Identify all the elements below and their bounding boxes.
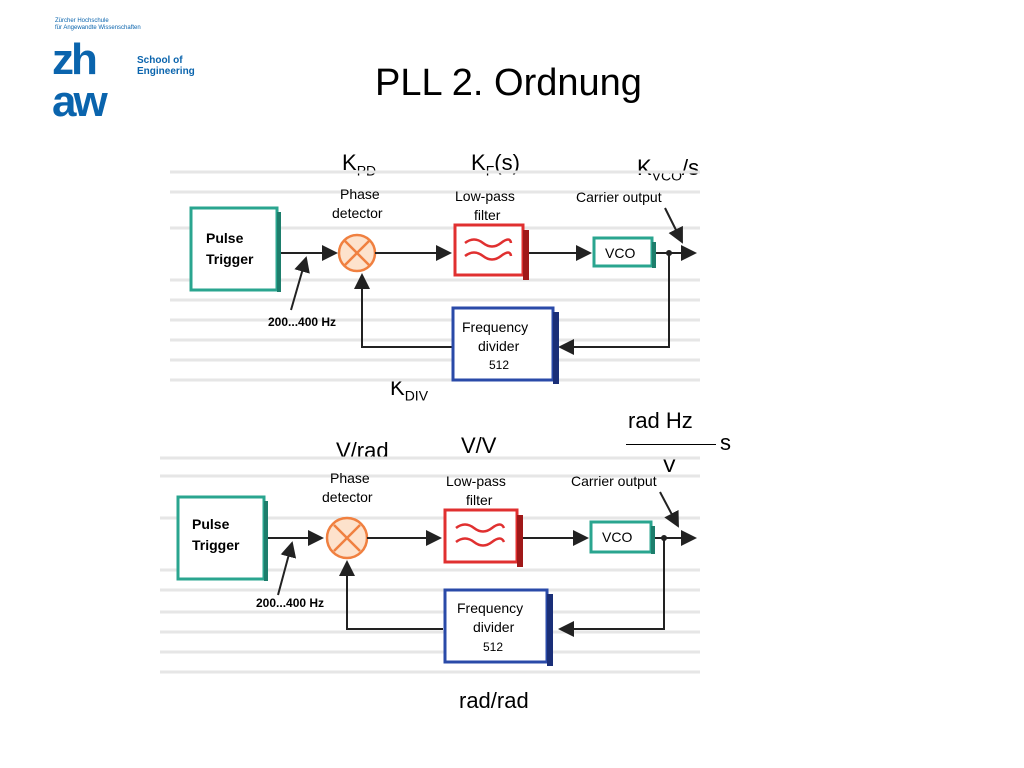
- background-text-lines: [170, 170, 700, 382]
- logo-institution-line2: für Angewandte Wissenschaften: [55, 25, 141, 31]
- background-text-lines-bottom: [160, 456, 700, 674]
- unit-vco-s: s: [720, 430, 731, 455]
- lowpass-filter: Low-pass filter: [453, 188, 529, 280]
- pulse-label-line1-bottom: Pulse: [192, 516, 230, 532]
- carrier-output-pointer-bottom: [659, 491, 679, 528]
- divider-label-line2: divider: [478, 338, 520, 354]
- vco-block-bottom: VCO: [589, 520, 655, 554]
- divider-to-detector-arrow-bottom: [339, 560, 443, 630]
- logo-mark-bottom: aw: [52, 77, 108, 120]
- unit-vco-numerator: rad Hz: [628, 408, 693, 433]
- lowpass-label-line1: Low-pass: [455, 188, 515, 204]
- kpd-label: KPD: [342, 150, 377, 179]
- unit-divider: rad/rad: [459, 688, 529, 713]
- phase-detector-bottom: Phase detector: [322, 470, 373, 560]
- page-title: PLL 2. Ordnung: [375, 62, 642, 104]
- vco-label: VCO: [605, 245, 635, 261]
- phase-detector: Phase detector: [332, 186, 383, 273]
- pulse-trigger-box-bottom: Pulse Trigger: [176, 495, 268, 581]
- feedback-to-divider-arrow-bottom: [558, 538, 665, 637]
- divider-value-bottom: 512: [483, 640, 503, 654]
- frequency-divider: Frequency divider 512: [451, 306, 559, 384]
- pulse-label-line1: Pulse: [206, 230, 244, 246]
- freq-range-pointer-bottom: [277, 541, 297, 596]
- school-line2: Engineering: [137, 66, 195, 77]
- school-line1: School of: [137, 55, 183, 66]
- lowpass-label-line2-bottom: filter: [466, 492, 493, 508]
- zhaw-logo: zh aw: [52, 34, 132, 126]
- divider-value: 512: [489, 358, 509, 372]
- logo-institution-line1: Zürcher Hochschule: [55, 18, 109, 24]
- unit-lowpass: V/V: [461, 433, 497, 458]
- lowpass-label-line2: filter: [474, 207, 501, 223]
- freq-range-pointer: [290, 256, 310, 311]
- vco-block: VCO: [592, 236, 656, 268]
- pulse-label-line2-bottom: Trigger: [192, 537, 240, 553]
- divider-label-line2-bottom: divider: [473, 619, 515, 635]
- phase-label-line2-bottom: detector: [322, 489, 373, 505]
- lowpass-filter-bottom: Low-pass filter: [443, 473, 523, 567]
- frequency-divider-bottom: Frequency divider 512: [443, 588, 553, 666]
- lowpass-label-line1-bottom: Low-pass: [446, 473, 506, 489]
- carrier-output-pointer: [664, 207, 683, 244]
- freq-range-label-bottom: 200...400 Hz: [256, 596, 324, 610]
- divider-label-line1: Frequency: [462, 319, 528, 335]
- feedback-to-divider-arrow: [558, 253, 670, 355]
- carrier-output-label: Carrier output: [576, 189, 662, 205]
- pulse-label-line2: Trigger: [206, 251, 254, 267]
- logo-mark-top: zh: [52, 35, 96, 84]
- unit-vco-fraction-bar: [626, 444, 716, 445]
- block-diagram-top: Pulse Trigger 200...400 Hz Phase detecto…: [160, 150, 710, 405]
- divider-label-line1-bottom: Frequency: [457, 600, 523, 616]
- vco-label-bottom: VCO: [602, 529, 632, 545]
- phase-label-line1: Phase: [340, 186, 380, 202]
- phase-label-line1-bottom: Phase: [330, 470, 370, 486]
- divider-to-detector-arrow: [354, 273, 455, 348]
- carrier-output-label-bottom: Carrier output: [571, 473, 657, 489]
- block-diagram-bottom: Pulse Trigger 200...400 Hz Phase detecto…: [150, 440, 710, 690]
- freq-range-label: 200...400 Hz: [268, 315, 336, 329]
- phase-label-line2: detector: [332, 205, 383, 221]
- pulse-trigger-box: Pulse Trigger: [189, 206, 281, 292]
